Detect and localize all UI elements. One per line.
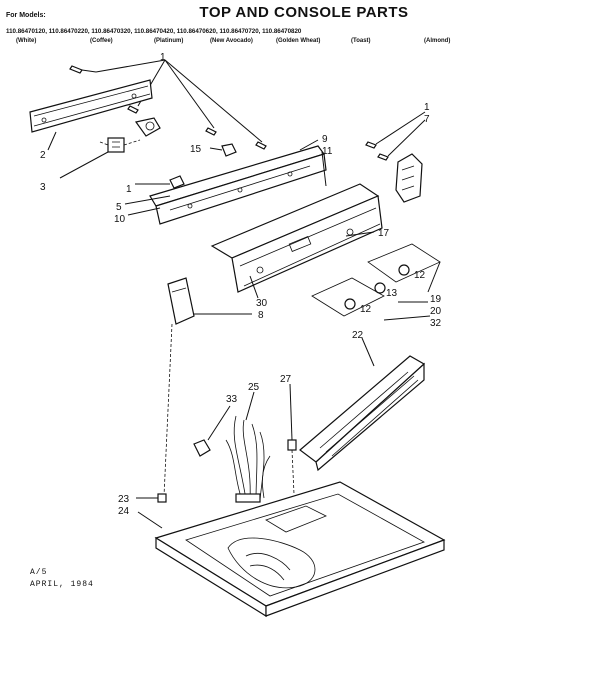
callout-label: 30 [256,298,268,309]
callout-label: 8 [258,310,264,321]
console-panel [210,183,383,299]
callout-label: 10 [114,214,126,225]
lint-screen-cover [299,337,426,472]
parts-23-24 [136,493,167,529]
model-number: 110.86470120 [6,28,46,35]
model-color: (Toast) [351,38,371,44]
callout-label: 33 [226,394,238,405]
callout-label: 25 [248,382,260,393]
page-title: TOP AND CONSOLE PARTS [199,4,409,21]
callout-label: 2 [40,150,46,161]
wiring-harness [225,391,271,503]
callout-label: 1 [126,184,132,195]
part-15 [209,143,237,157]
alignment-line [163,323,173,497]
console-base-rail [124,139,327,225]
callout-label: 19 [430,294,442,305]
model-number: 110.86470620 [176,28,216,35]
callout-label: 11 [322,146,333,157]
model-number: 110.86470420 [134,28,174,35]
model-numbers: 110.86470120, 110.86470220, 110.86470320… [6,28,302,35]
callout-label: 32 [430,318,442,329]
callout-label: 17 [378,228,390,239]
footer-date: APRIL, 1984 [30,580,94,589]
callout-label: 12 [360,304,372,315]
model-color: (Golden Wheat) [276,38,321,44]
model-color: (White) [16,38,37,44]
model-color: (New Avocado) [210,38,253,44]
callout-label: 12 [414,270,426,281]
for-models-label: For Models: [6,12,46,19]
model-number: 110.86470220 [48,28,88,35]
footer-code: A/5 [30,568,48,577]
callout-label: 5 [116,202,122,213]
callout-label: 15 [190,144,202,155]
callout-label: 13 [386,288,398,299]
callout-label: 20 [430,306,442,317]
callout-label: 9 [322,134,328,145]
control-knobs [311,243,441,321]
model-number: 110.86470820 [262,28,302,35]
model-color: (Coffee) [90,38,113,44]
model-color: (Platinum) [154,38,184,44]
part-33 [193,405,231,457]
callout-label: 1 [160,52,166,63]
part-27 [287,383,297,495]
callout-label: 7 [424,114,430,125]
callout-label: 23 [118,494,130,505]
callout-label: 1 [424,102,430,113]
console-end-cap-right [365,111,426,203]
console-end-cap-left [167,277,252,325]
model-number: 110.86470720 [219,28,259,35]
model-number: 110.86470320 [91,28,131,35]
screw-group-top [69,59,267,150]
callout-label: 24 [118,506,130,517]
callout-label: 22 [352,330,364,341]
callout-label: 3 [40,182,46,193]
callout-labels: 1 1 7 9 11 2 3 15 1 5 10 17 12 13 19 12 … [40,52,442,517]
rear-panel [29,79,153,151]
dryer-top [154,481,446,618]
model-colors: (White) (Coffee) (Platinum) (New Avocado… [6,38,606,48]
callout-label: 27 [280,374,292,385]
switch-assembly [59,117,161,179]
model-color: (Almond) [424,38,451,44]
